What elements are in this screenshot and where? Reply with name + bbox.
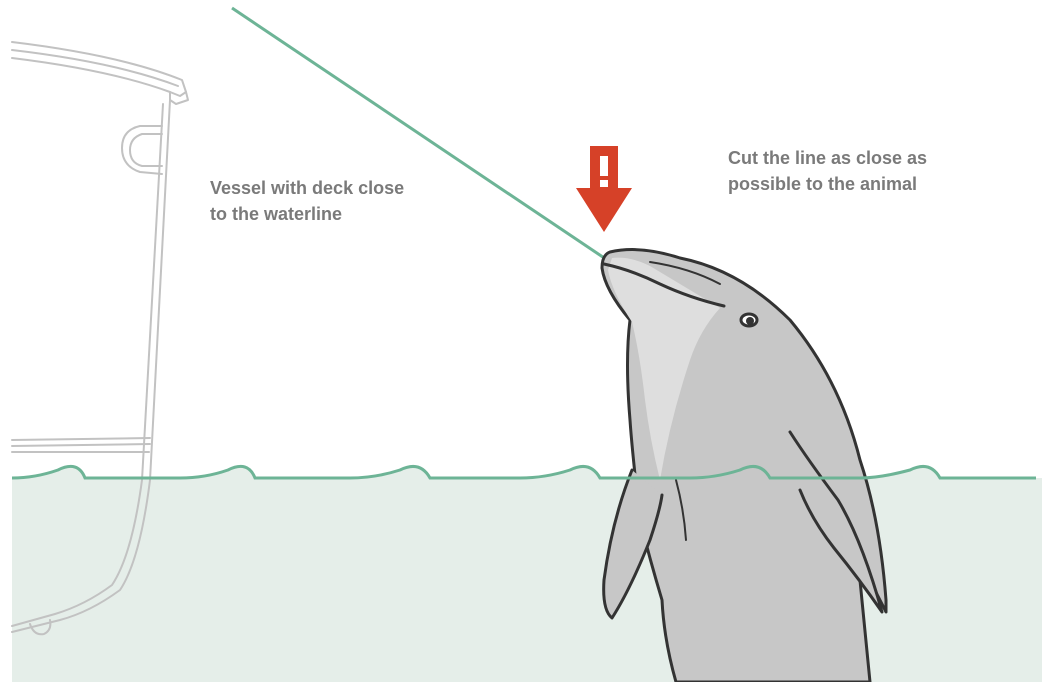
- fishing-line: [232, 8, 640, 282]
- vessel-label-line-1: Vessel with deck close: [210, 175, 470, 201]
- down-arrow-with-exclamation-icon: [576, 146, 632, 232]
- cut-label-line-2: possible to the animal: [728, 171, 988, 197]
- vessel-label: Vessel with deck close to the waterline: [210, 175, 470, 227]
- water-surface-line: [12, 466, 1036, 478]
- cut-label-line-1: Cut the line as close as: [728, 145, 988, 171]
- water-area: [12, 466, 1042, 682]
- cut-instruction-label: Cut the line as close as possible to the…: [728, 145, 988, 197]
- vessel-label-line-2: to the waterline: [210, 201, 470, 227]
